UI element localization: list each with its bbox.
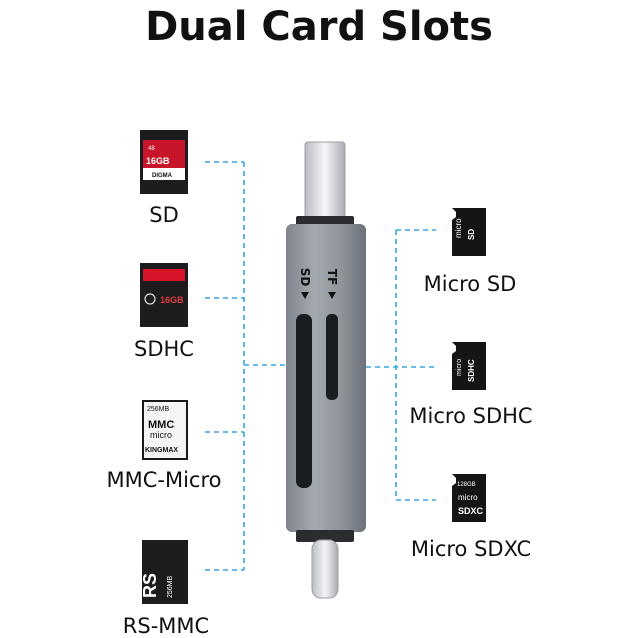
svg-text:SD: SD [467, 229, 476, 240]
sd-card-image: 48 16GB DIGMA [140, 130, 188, 194]
svg-text:256MB: 256MB [167, 575, 174, 598]
svg-text:DIGMA: DIGMA [152, 173, 173, 179]
card-label-micro-sd: Micro SD [423, 272, 517, 296]
svg-text:micro: micro [458, 493, 478, 502]
page-title: Dual Card Slots [145, 4, 493, 50]
svg-text:16GB: 16GB [160, 295, 184, 305]
sdhc-card-image: 16GB [140, 263, 188, 327]
micro-sd-card-image: micro SD [452, 208, 486, 256]
card-label-micro-sdhc: Micro SDHC [409, 404, 533, 428]
svg-text:KINGMAX: KINGMAX [145, 447, 178, 454]
sd-slot [296, 314, 312, 488]
card-label-mmc-micro: MMC-Micro [106, 468, 222, 492]
micro-sdhc-card-image: micro SDHC [452, 342, 486, 390]
svg-text:micro: micro [454, 218, 463, 238]
svg-text:256MB: 256MB [147, 406, 170, 413]
tf-slot [326, 314, 338, 400]
slot-label-sd: SD [298, 267, 312, 287]
svg-text:MMC: MMC [148, 419, 174, 431]
rs-mmc-card-image: RS 256MB [140, 540, 188, 604]
slot-label-tf: TF [325, 268, 339, 286]
usb-a-plug [304, 141, 346, 219]
svg-text:128GB: 128GB [457, 482, 476, 488]
micro-sdxc-card-image: 128GB micro SDXC [452, 474, 486, 522]
svg-text:SDHC: SDHC [467, 359, 476, 382]
svg-text:RS: RS [142, 573, 160, 598]
card-label-rs-mmc: RS-MMC [122, 614, 210, 638]
card-label-micro-sdxc: Micro SDXC [410, 537, 532, 561]
mmc-micro-card-image: 256MB MMC micro KINGMAX [142, 400, 188, 460]
card-label-sdhc: SDHC [134, 337, 194, 361]
svg-text:48: 48 [148, 146, 155, 152]
svg-text:micro: micro [456, 359, 463, 376]
svg-text:micro: micro [150, 430, 172, 440]
svg-text:16GB: 16GB [146, 156, 170, 166]
card-label-sd: SD [149, 203, 179, 227]
svg-text:SDXC: SDXC [458, 506, 484, 516]
usb-c-plug [311, 539, 339, 599]
